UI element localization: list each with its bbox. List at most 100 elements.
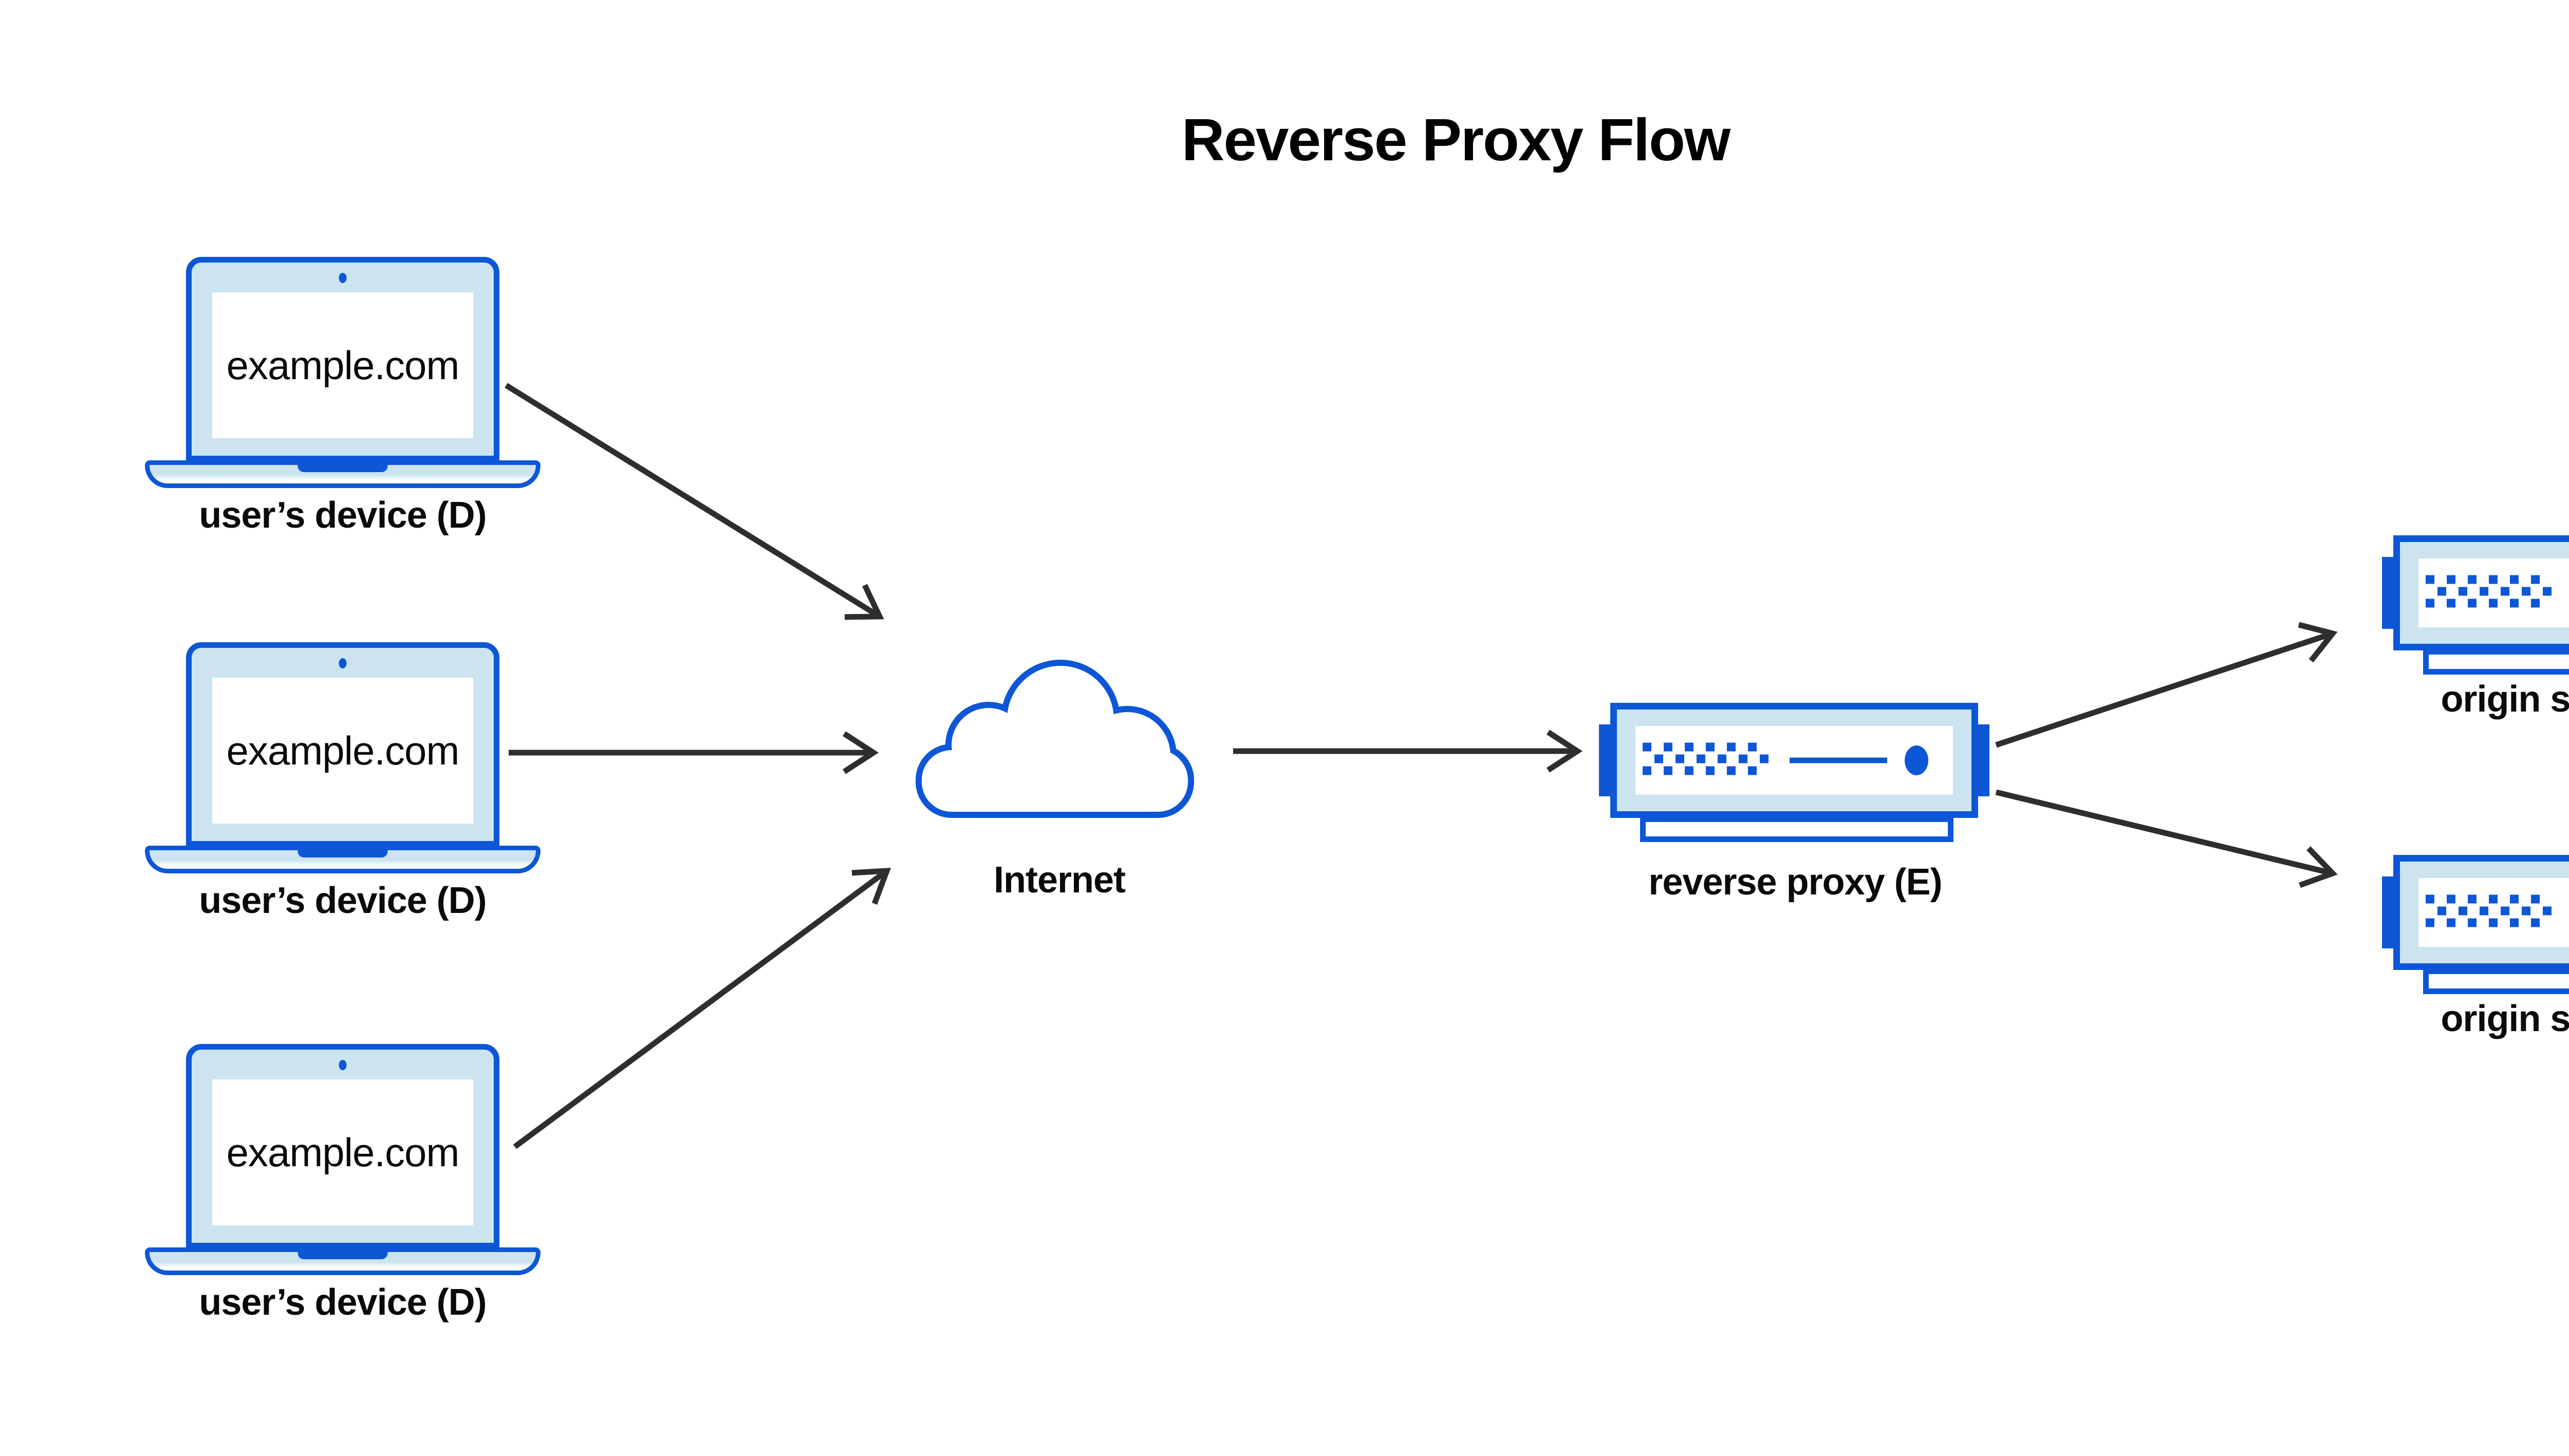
vent-dot	[1706, 766, 1715, 775]
vent-dot	[1676, 754, 1684, 763]
vent-dot	[1727, 742, 1736, 752]
vent-dot	[2489, 918, 2498, 927]
laptop-lid: example.com	[186, 642, 499, 847]
vent-dot	[2501, 906, 2509, 916]
page-title: Reverse Proxy Flow	[1181, 106, 1731, 173]
vent-dot	[2426, 575, 2434, 584]
vent-dot	[1664, 742, 1672, 752]
laptop-screen: example.com	[212, 292, 473, 438]
laptop-notch	[297, 463, 388, 472]
vent-dot	[2510, 918, 2519, 927]
vent-dot	[2468, 599, 2477, 608]
server-body	[2393, 535, 2569, 650]
vent-dot	[2531, 599, 2540, 608]
vent-dot	[1727, 766, 1736, 775]
vent-dot	[2522, 587, 2530, 596]
vent-dot	[2510, 599, 2519, 608]
user-device-3-label: user’s device (D)	[199, 1282, 487, 1323]
vent-dot	[2447, 599, 2455, 608]
vent-dot	[2480, 906, 2488, 916]
server-base	[2423, 649, 2569, 675]
user-device-2 laptop-icon: example.com	[145, 642, 541, 874]
camera-dot-icon	[339, 658, 347, 668]
vent-dot	[2426, 894, 2434, 904]
vent-dot	[1697, 754, 1705, 763]
screen-url-text: example.com	[226, 342, 460, 388]
vent-grid	[2426, 894, 2552, 930]
vent-dot	[2459, 587, 2467, 596]
drive-slot-line	[1790, 757, 1887, 763]
vent-dot	[2468, 575, 2477, 584]
camera-dot-icon	[339, 273, 347, 283]
vent-grid	[2426, 575, 2552, 611]
vent-dot	[1748, 766, 1757, 775]
vent-dot	[1643, 766, 1651, 775]
user-device-1-label: user’s device (D)	[199, 495, 487, 536]
laptop-screen: example.com	[212, 1079, 473, 1225]
origin-server-2-label: origin server (F)	[2441, 998, 2569, 1039]
reverse-proxy server-icon	[1599, 703, 1989, 843]
server-base	[2423, 968, 2569, 994]
laptop-notch	[297, 849, 388, 857]
vent-dot	[1748, 742, 1757, 752]
vent-row	[2426, 918, 2552, 927]
vent-dot	[1760, 754, 1768, 763]
server-front-panel	[2418, 878, 2569, 947]
origin-server-2 server-icon	[2382, 855, 2569, 995]
arrow-device1-internet	[505, 383, 884, 620]
vent-dot	[2531, 918, 2540, 927]
vent-dot	[2447, 575, 2455, 584]
user-device-2-label: user’s device (D)	[199, 880, 487, 921]
arrow-device3-internet	[513, 868, 891, 1149]
vent-row	[2437, 587, 2552, 596]
vent-dot	[1664, 766, 1672, 775]
vent-dot	[1718, 754, 1726, 763]
vent-grid	[1643, 742, 1768, 778]
vent-dot	[2531, 575, 2540, 584]
vent-dot	[1685, 766, 1693, 775]
vent-dot	[2489, 599, 2498, 608]
vent-row	[2426, 894, 2552, 904]
vent-dot	[2489, 894, 2498, 904]
laptop-notch	[297, 1250, 388, 1259]
vent-dot	[2522, 906, 2530, 916]
vent-dot	[2447, 894, 2455, 904]
origin-server-1-label: origin server (F)	[2441, 679, 2569, 720]
vent-dot	[2489, 575, 2498, 584]
arrow-proxy-origin2	[1995, 789, 2338, 888]
arrow-internet-proxy	[1233, 730, 1583, 773]
vent-dot	[1739, 754, 1747, 763]
vent-row	[2426, 599, 2552, 608]
vent-dot	[2437, 906, 2446, 916]
laptop-lid: example.com	[186, 257, 499, 461]
vent-row	[1654, 754, 1768, 763]
vent-dot	[1643, 742, 1651, 752]
vent-dot	[2480, 587, 2488, 596]
vent-dot	[2468, 918, 2477, 927]
server-front-panel	[2418, 558, 2569, 627]
laptop-lid: example.com	[186, 1044, 499, 1248]
reverse-proxy-label: reverse proxy (E)	[1648, 862, 1942, 903]
vent-dot	[2543, 906, 2552, 916]
server-body	[2393, 855, 2569, 970]
vent-row	[1643, 742, 1768, 752]
vent-dot	[2510, 575, 2519, 584]
screen-url-text: example.com	[226, 727, 460, 773]
vent-dot	[1706, 742, 1715, 752]
vent-dot	[2468, 894, 2477, 904]
vent-row	[2437, 906, 2552, 916]
vent-dot	[2501, 587, 2509, 596]
vent-dot	[2510, 894, 2519, 904]
vent-dot	[2447, 918, 2455, 927]
vent-dot	[1654, 754, 1663, 763]
user-device-3 laptop-icon: example.com	[145, 1044, 541, 1276]
server-front-panel	[1635, 726, 1953, 795]
camera-dot-icon	[339, 1060, 347, 1070]
vent-dot	[2426, 599, 2434, 608]
vent-dot	[2426, 918, 2434, 927]
vent-dot	[2543, 587, 2552, 596]
screen-url-text: example.com	[226, 1129, 460, 1175]
arrow-device2-internet	[509, 731, 879, 774]
server-body	[1610, 703, 1978, 818]
